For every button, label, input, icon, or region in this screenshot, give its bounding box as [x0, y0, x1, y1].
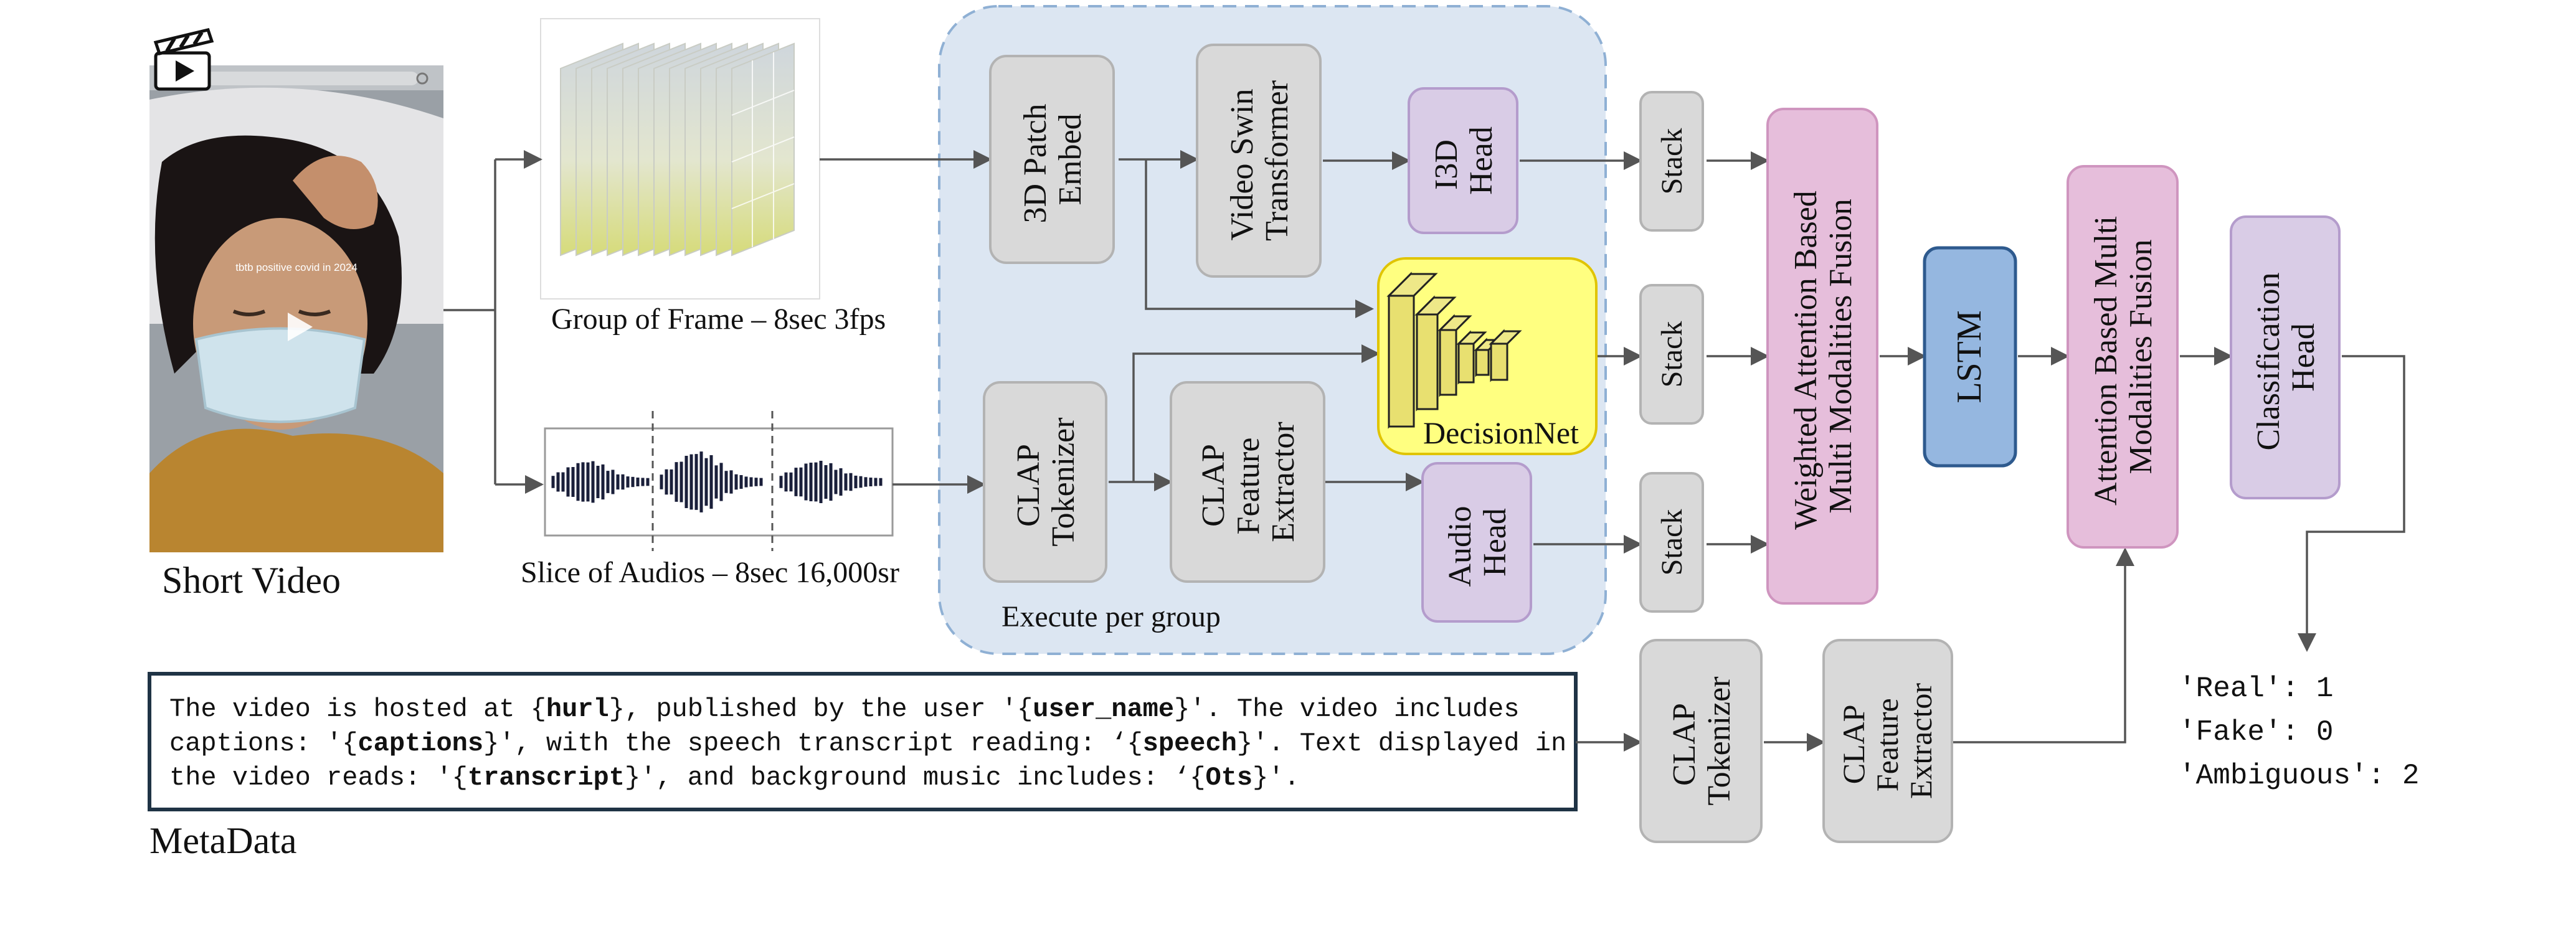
stack-label-2: Stack	[1655, 321, 1688, 388]
short-video-thumbnail: tbtb positive covid in 2024	[149, 65, 443, 552]
attention-fusion-block: Attention Based Multi Modalities Fusion	[2067, 165, 2179, 549]
video-swin-line-2: Transformer	[1259, 80, 1295, 241]
decisionnet-block: DecisionNet	[1377, 257, 1598, 455]
stack-block-2: Stack	[1639, 284, 1704, 425]
video-overlay-caption: tbtb positive covid in 2024	[235, 262, 358, 273]
metadata-segment: transcript	[468, 763, 625, 793]
video-swin-block: Video Swin Transformer	[1196, 44, 1322, 278]
metadata-segment: the video reads: '{	[169, 763, 468, 793]
metadata-label: MetaData	[149, 820, 297, 861]
classification-head-line-2: Head	[2286, 323, 2321, 392]
svg-text:CLAP Feature Extra: CLAP Feature Extractor	[1196, 422, 1301, 542]
i3d-head-line-2: Head	[1464, 126, 1499, 195]
metadata-line-3: the video reads: '{transcript}', and bac…	[169, 763, 1300, 793]
clapperboard-icon	[153, 28, 214, 91]
svg-text:CLAP Feature Extra: CLAP Feature Extractor	[1836, 683, 1938, 799]
video-swin-line-1: Video Swin	[1224, 89, 1260, 241]
meta-tokenizer-line-2: Tokenizer	[1702, 676, 1737, 805]
metadata-segment: captions: '{	[169, 729, 358, 758]
metadata-segment: }', and background music includes: ‘{	[625, 763, 1206, 793]
audio-head-line-1: Audio	[1442, 506, 1478, 587]
metadata-segment: The video is hosted at {	[169, 694, 546, 724]
audio-head-line-2: Head	[1477, 508, 1513, 577]
i3d-head-block: I3D Head	[1408, 87, 1518, 234]
stack-label-1: Stack	[1655, 128, 1688, 195]
execute-per-group-label: Execute per group	[1002, 600, 1221, 633]
metadata-segment: Ots	[1206, 763, 1253, 793]
clap-fe-line-3: Extractor	[1266, 422, 1301, 542]
lstm-block: LSTM	[1923, 246, 2017, 468]
svg-text:Classification Head: Classification Head	[2251, 265, 2321, 451]
clap-feature-extractor-block: CLAP Feature Extractor	[1170, 381, 1325, 583]
patch-embed-block: 3D Patch Embed	[989, 55, 1115, 264]
meta-feature-extractor-block: CLAP Feature Extractor	[1822, 639, 1953, 843]
metadata-segment: }', with the speech transcript reading: …	[483, 729, 1143, 758]
svg-text:Video Swin Transformer: Video Swin Transformer	[1224, 80, 1295, 241]
stack-label-3: Stack	[1655, 509, 1688, 576]
metadata-segment: speech	[1143, 729, 1237, 758]
clap-tokenizer-line-2: Tokenizer	[1046, 417, 1081, 546]
metadata-segment: hurl	[546, 694, 609, 724]
patch-embed-line-2: Embed	[1053, 113, 1088, 205]
patch-embed-line-1: 3D Patch	[1018, 103, 1053, 223]
metadata-segment: user_name	[1033, 694, 1174, 724]
output-real: 'Real': 1	[2179, 672, 2333, 705]
meta-fe-line-2: Feature	[1870, 698, 1905, 791]
classification-head-line-1: Classification	[2251, 273, 2286, 451]
attention-fusion-line-1: Attention Based Multi	[2088, 216, 2124, 506]
output-fake: 'Fake': 0	[2179, 716, 2333, 748]
meta-fe-line-3: Extractor	[1903, 683, 1938, 799]
svg-text:Attention Based Multi Mo: Attention Based Multi Modalities Fusion	[2088, 208, 2159, 506]
clap-tokenizer-block: CLAP Tokenizer	[983, 381, 1107, 583]
metadata-segment: }'.	[1252, 763, 1300, 793]
frame-stack	[560, 42, 795, 257]
clap-fe-line-2: Feature	[1231, 438, 1266, 535]
output-ambiguous: 'Ambiguous': 2	[2179, 760, 2419, 792]
short-video-label: Short Video	[162, 560, 341, 601]
weighted-fusion-line-1: Weighted Attention Based	[1788, 191, 1824, 530]
stack-block-1: Stack	[1639, 91, 1704, 232]
metadata-segment: }, published by the user '{	[609, 694, 1033, 724]
audio-head-block: Audio Head	[1421, 462, 1532, 623]
svg-text:I3D Head: I3D Head	[1429, 126, 1499, 195]
metadata-segment: }'. The video includes	[1174, 694, 1520, 724]
svg-text:3D Patch Embed: 3D Patch Embed	[1018, 95, 1088, 223]
meta-fe-line-1: CLAP	[1836, 705, 1871, 784]
svg-text:Weighted Attention Based: Weighted Attention Based Multi Modalitie…	[1788, 182, 1859, 530]
classification-head-block: Classification Head	[2230, 215, 2341, 499]
stack-block-3: Stack	[1639, 472, 1704, 613]
metadata-segment: }'. Text displayed in	[1237, 729, 1566, 758]
decisionnet-label: DecisionNet	[1423, 415, 1579, 450]
meta-tokenizer-line-1: CLAP	[1667, 704, 1702, 786]
lstm-label: LSTM	[1950, 310, 1989, 403]
weighted-fusion-line-2: Multi Modalities Fusion	[1823, 199, 1859, 514]
neural-layers-icon	[1386, 271, 1522, 429]
svg-text:CLAP Tokenizer: CLAP Tokenizer	[1667, 676, 1737, 805]
svg-text:Audio Head: Audio Head	[1442, 498, 1513, 587]
metadata-line-1: The video is hosted at {hurl}, published…	[169, 694, 1520, 724]
clap-fe-line-1: CLAP	[1196, 445, 1231, 527]
play-icon	[288, 313, 313, 341]
metadata-template-text: The video is hosted at {hurl}, published…	[169, 694, 1566, 793]
weighted-fusion-block: Weighted Attention Based Multi Modalitie…	[1766, 108, 1878, 605]
frames-label: Group of Frame – 8sec 3fps	[551, 303, 886, 336]
connectors	[443, 150, 2405, 752]
output-labels: 'Real': 1 'Fake': 0 'Ambiguous': 2	[2179, 672, 2419, 792]
metadata-line-2: captions: '{captions}', with the speech …	[169, 729, 1566, 758]
attention-fusion-line-2: Modalities Fusion	[2123, 239, 2159, 474]
audio-label: Slice of Audios – 8sec 16,000sr	[521, 556, 899, 589]
svg-text:CLAP Tokenizer: CLAP Tokenizer	[1011, 417, 1081, 546]
clap-tokenizer-line-1: CLAP	[1011, 445, 1046, 527]
metadata-segment: captions	[358, 729, 483, 758]
i3d-head-line-1: I3D	[1429, 139, 1464, 190]
meta-tokenizer-block: CLAP Tokenizer	[1639, 639, 1763, 843]
audio-slices	[544, 411, 894, 551]
